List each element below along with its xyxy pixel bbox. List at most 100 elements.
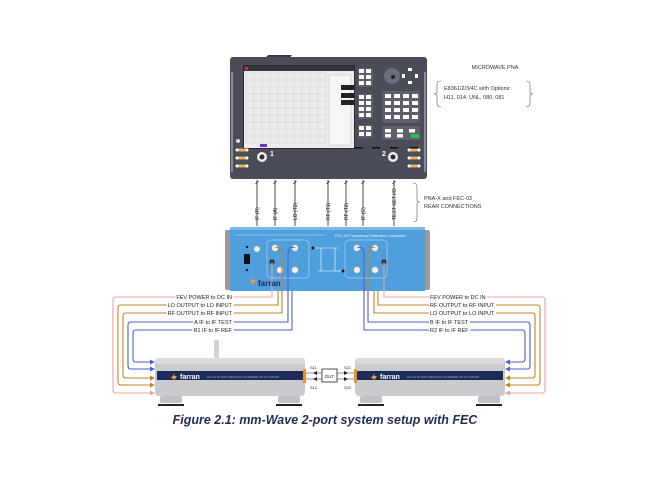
rear-cable-tick (293, 180, 297, 185)
pna-key[interactable] (359, 69, 364, 73)
jumper-end (235, 156, 239, 160)
pna-numkey[interactable] (394, 115, 400, 119)
pna-softkey-tab (341, 85, 354, 90)
pna-key[interactable] (366, 69, 371, 73)
pna-numkey[interactable] (385, 108, 391, 112)
pna-funckey[interactable] (385, 129, 391, 133)
pna-numkey[interactable] (403, 115, 409, 119)
jumper-end (417, 164, 421, 168)
pna-numkey[interactable] (412, 101, 418, 105)
pna-funckey[interactable] (397, 134, 403, 138)
farran-logo-icon (371, 373, 377, 382)
rear-connection-label: IF (R) (255, 207, 261, 220)
pna-key[interactable] (366, 101, 371, 105)
pna-key[interactable] (359, 101, 364, 105)
pna-key[interactable] (359, 126, 364, 130)
pna-key[interactable] (359, 81, 364, 85)
pna-numkey[interactable] (385, 115, 391, 119)
pna-key[interactable] (366, 126, 371, 130)
pna-numkey[interactable] (412, 94, 418, 98)
pna-numkey[interactable] (394, 101, 400, 105)
fec-handle-right (424, 230, 430, 290)
extender-right-foot-shadow (358, 404, 384, 406)
pna-power-button[interactable] (236, 139, 240, 143)
jumper-cable (236, 164, 248, 168)
rear-connection-label: LO (T2) (293, 202, 299, 220)
cable-label-bg (429, 318, 470, 326)
pna-nav-left[interactable] (402, 74, 405, 78)
s11-arrow-icon (313, 371, 317, 375)
fec-dc-connector[interactable] (253, 245, 261, 253)
extender-left-brand: farran (180, 374, 200, 381)
dut-group: DUT S11 S12 S21 S22 (306, 365, 354, 390)
pna-numkey[interactable] (403, 101, 409, 105)
pna-keypad (358, 68, 420, 140)
s21-label: S21 (344, 365, 352, 370)
pna-numkey[interactable] (394, 94, 400, 98)
rear-connections: IF (R)IF (A)LO (T2)RF (T1)RF (T2)IF (C)T… (255, 180, 398, 226)
pna-key[interactable] (366, 132, 371, 136)
pna-funckey[interactable] (409, 129, 415, 133)
pna-nav-up[interactable] (408, 68, 412, 71)
pna-key[interactable] (359, 107, 364, 111)
cable-right (373, 291, 536, 379)
pna-key[interactable] (366, 81, 371, 85)
pna-key[interactable] (366, 75, 371, 79)
pna-key[interactable] (359, 132, 364, 136)
rear-cable-tick (326, 180, 330, 185)
rear-cable-tick (255, 180, 259, 185)
cable-arrow-icon (150, 359, 155, 365)
pna-nav-down[interactable] (408, 81, 412, 84)
pna-numkey[interactable] (385, 101, 391, 105)
pna-green-key[interactable] (411, 134, 419, 138)
pna-numkey[interactable] (403, 108, 409, 112)
pna-label-group: MICROWAVE PNA E8361/2/3/4C with Options:… (433, 65, 534, 108)
extender-right-brand: farran (380, 374, 400, 381)
pna-key[interactable] (366, 107, 371, 111)
cable-label-right: FEV POWER to DC IN (430, 295, 486, 301)
cable-label-right: B IF to IF TEST (430, 320, 469, 326)
pna-numkey[interactable] (412, 115, 418, 119)
fec-rf-connector[interactable] (353, 266, 361, 274)
extender-left-model: FEV-10-TR-0005 FREQUENCY EXTENDER T/R ST… (207, 375, 279, 379)
pna-numkey[interactable] (412, 108, 418, 112)
jumper-cable (236, 156, 248, 160)
pna-front-slot (410, 147, 418, 149)
pna-nav-right[interactable] (415, 74, 418, 78)
jumper-end (235, 164, 239, 168)
cable-left (127, 291, 289, 370)
fec-rf-connector[interactable] (371, 266, 379, 274)
fec-switch-node (341, 269, 345, 273)
cable-label-bg (429, 301, 497, 309)
pna-key[interactable] (366, 113, 371, 117)
cable-label-bg (175, 293, 234, 301)
pna-numkey[interactable] (394, 108, 400, 112)
cable-label-bg (192, 326, 234, 334)
pna-bracket-left (433, 80, 442, 108)
pna-port-1-core (259, 154, 265, 160)
jumper-cable (408, 148, 420, 152)
pna-key[interactable] (359, 95, 364, 99)
jumper-cable (236, 148, 248, 152)
s12-label: S12 (310, 385, 318, 390)
jumper-end (245, 156, 249, 160)
fec-rf-connector[interactable] (291, 266, 299, 274)
cable-arrow-icon (150, 390, 155, 396)
cable-arrow-icon (505, 390, 510, 396)
pna-funckey[interactable] (385, 134, 391, 138)
cable-label-left: R1 IF to IF REF (193, 328, 232, 334)
pna-front-slot (390, 147, 398, 149)
fec-led (245, 268, 249, 272)
pna-key[interactable] (366, 95, 371, 99)
pna-numkey[interactable] (385, 94, 391, 98)
extender-right-flange (354, 369, 357, 383)
cable-left (132, 291, 293, 363)
pna-key[interactable] (359, 75, 364, 79)
pna-softkey-panel (328, 74, 352, 146)
pna-funckey[interactable] (397, 129, 403, 133)
pna-softkey-tab (341, 100, 354, 105)
pna-numkey[interactable] (403, 94, 409, 98)
fec-power-switch[interactable] (244, 254, 250, 264)
pna-key[interactable] (359, 113, 364, 117)
